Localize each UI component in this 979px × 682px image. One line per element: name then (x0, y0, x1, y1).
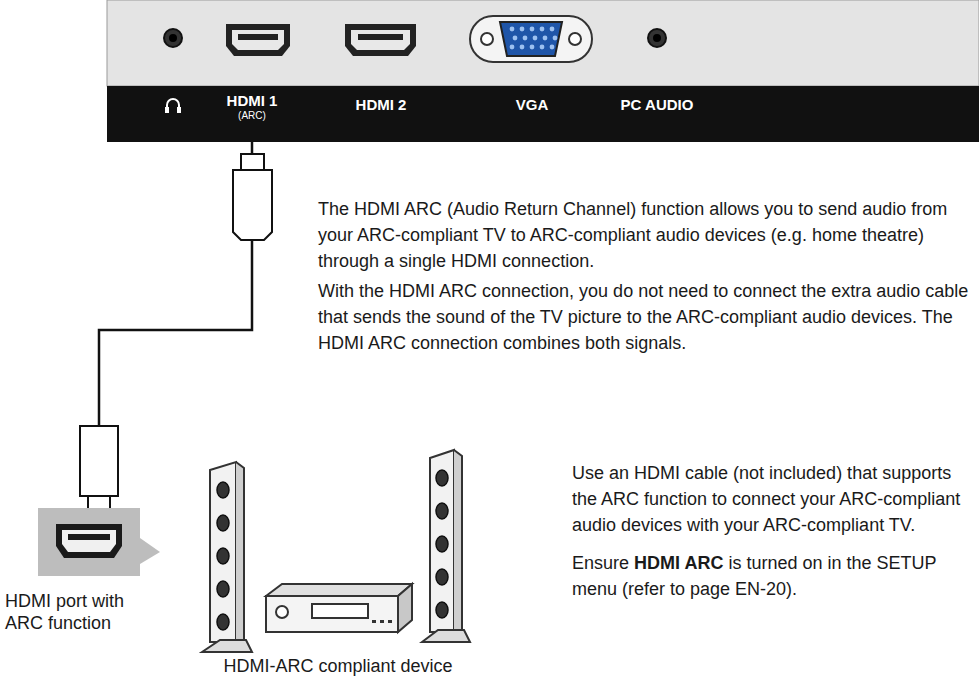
port-name: HDMI 1 (213, 92, 291, 110)
hdmi-pins (238, 34, 278, 40)
hdmi-pins (68, 534, 110, 540)
pc-audio-jack (648, 29, 666, 47)
hdmi-port (345, 24, 416, 56)
label-band (107, 86, 979, 142)
vga-pin (543, 36, 548, 41)
setting-name: HDMI ARC (634, 553, 723, 573)
receiver-knob (276, 606, 288, 618)
port-callout: HDMI port with ARC function (38, 508, 140, 576)
speaker-driver (436, 536, 448, 552)
vga-screw (569, 33, 581, 45)
hdmi-port-inner (232, 30, 284, 50)
port-name: HDMI 2 (356, 96, 407, 113)
vga-pin (553, 36, 558, 41)
hdmi-port (226, 24, 290, 56)
port-name: VGA (516, 96, 549, 113)
hdmi-port-inner (351, 30, 410, 50)
speaker-base (202, 640, 252, 652)
device-caption: HDMI-ARC compliant device (223, 656, 452, 677)
vga-pin (550, 45, 555, 50)
hdmi-port (56, 524, 122, 558)
vga-socket (500, 22, 562, 56)
speaker-drivers (436, 470, 448, 618)
speaker-driver (217, 515, 229, 531)
speaker-driver (217, 482, 229, 498)
speaker-driver (436, 569, 448, 585)
receiver-led (372, 620, 376, 623)
port-subname: (ARC) (213, 110, 291, 122)
vga-pin (513, 36, 518, 41)
speaker-base (422, 630, 470, 642)
receiver-led (388, 620, 392, 623)
vga-pin (523, 36, 528, 41)
hdmi-cable (99, 122, 252, 508)
headphone-jack (164, 29, 182, 47)
speaker-driver (217, 581, 229, 597)
vga-pin (540, 45, 545, 50)
vga-port (470, 16, 592, 62)
speaker-driver (436, 602, 448, 618)
vga-pin (533, 36, 538, 41)
receiver-led (380, 620, 384, 623)
speaker-driver (217, 614, 229, 630)
hdmi-plug (80, 426, 118, 496)
speaker-drivers (217, 482, 229, 630)
headphone-symbol (165, 107, 169, 113)
receiver-body (266, 596, 398, 632)
tv-panel (107, 0, 979, 86)
instruction-text: Ensure (572, 553, 629, 573)
speaker-side (454, 450, 462, 636)
speaker-driver (436, 470, 448, 486)
instruction-note: Ensure HDMI ARC is turned on in the SETU… (572, 550, 972, 602)
hdmi-pins (358, 34, 403, 40)
hdmi-plug (233, 170, 272, 240)
description-text: The HDMI ARC (Audio Return Channel) func… (318, 196, 973, 274)
hdmi-plug-tip (241, 154, 264, 170)
vga-pin (530, 27, 535, 32)
vga-pins (510, 27, 558, 50)
receiver-display (312, 604, 368, 618)
callout-pointer (140, 538, 160, 564)
speaker-driver (436, 503, 448, 519)
vga-pin (540, 27, 545, 32)
speaker-tower (430, 450, 454, 632)
vga-pin (520, 27, 525, 32)
jack-hole (169, 34, 177, 42)
vga-pin (510, 45, 515, 50)
vga-pin (510, 27, 515, 32)
speaker-driver (217, 548, 229, 564)
description-text: Use an HDMI cable (not included) that su… (572, 460, 972, 538)
jack-hole (653, 34, 661, 42)
vga-pin (530, 45, 535, 50)
headphone-symbol (177, 107, 181, 113)
vga-screw (481, 33, 493, 45)
receiver-side (398, 584, 412, 632)
hdmi-port-illustration (38, 508, 164, 576)
vga-pin (550, 27, 555, 32)
hdmi-port-inner (62, 530, 116, 552)
speaker-tower (210, 462, 236, 642)
port-name: PC AUDIO (621, 96, 694, 113)
description-text: With the HDMI ARC connection, you do not… (318, 278, 973, 356)
port-caption: HDMI port with ARC function (5, 590, 155, 634)
port-label: HDMI 1(ARC) (213, 92, 291, 122)
receiver-top (266, 584, 412, 596)
speaker-side (236, 462, 244, 646)
vga-pin (520, 45, 525, 50)
